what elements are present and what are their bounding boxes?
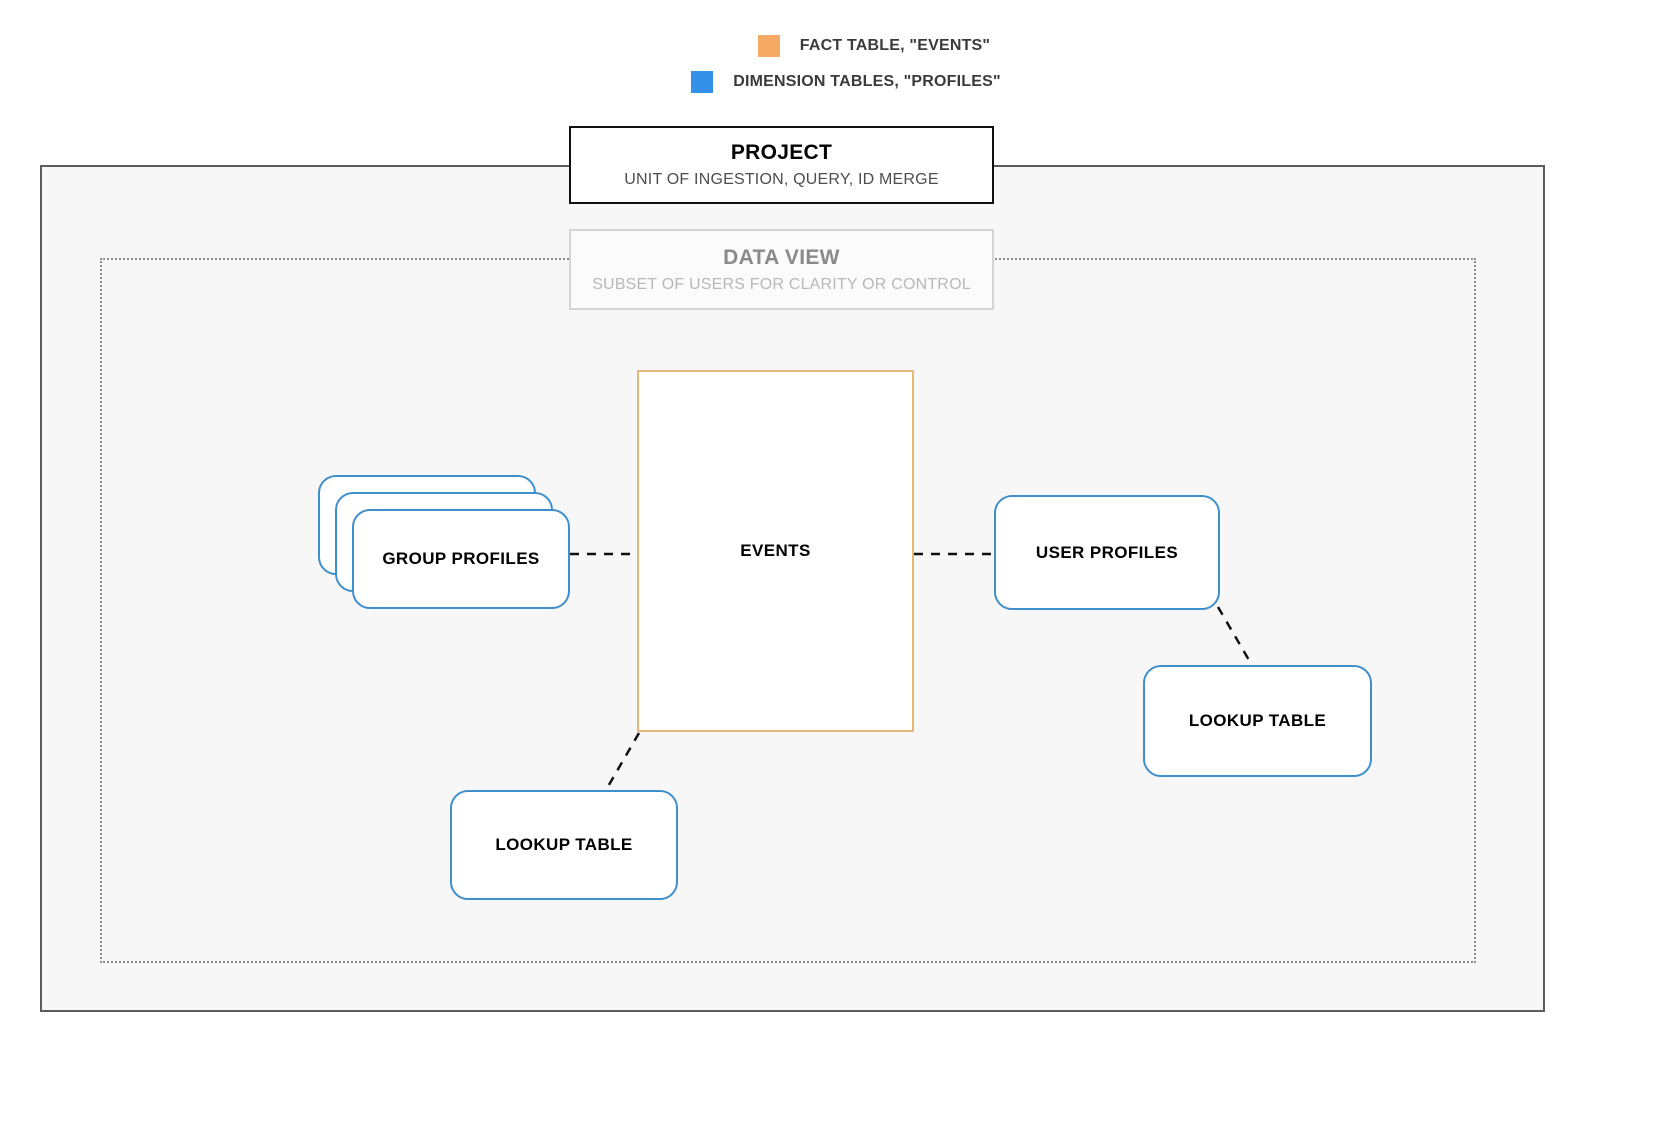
square-swatch-icon-fact [757,35,780,57]
legend-label-dimension-tables: DIMENSION TABLES, "PROFILES" [733,73,1001,90]
node-events[interactable]: EVENTS [637,370,914,732]
node-group-profiles-stack-layer-front[interactable]: GROUP PROFILES [352,509,570,609]
node-lookup-table-right[interactable]: LOOKUP TABLE [1143,665,1372,777]
project-card[interactable]: PROJECT UNIT OF INGESTION, QUERY, ID MER… [569,126,994,204]
project-card-title: PROJECT [730,141,833,164]
legend-item-dimension-tables: DIMENSION TABLES, "PROFILES" [0,64,1664,100]
square-swatch-icon-dimension [691,71,714,93]
node-lookup-table-left-label: LOOKUP TABLE [495,835,633,854]
data-view-card-title: DATA VIEW [723,245,840,269]
project-card-subtitle: UNIT OF INGESTION, QUERY, ID MERGE [624,171,939,188]
legend-item-fact-table: FACT TABLE, "EVENTS" [0,28,1664,64]
node-lookup-table-left[interactable]: LOOKUP TABLE [450,790,678,900]
node-group-profiles-label: GROUP PROFILES [382,549,540,568]
data-view-card[interactable]: DATA VIEW SUBSET OF USERS FOR CLARITY OR… [569,229,994,310]
node-user-profiles[interactable]: USER PROFILES [994,495,1220,610]
node-lookup-table-right-label: LOOKUP TABLE [1188,711,1327,730]
node-events-label: EVENTS [740,541,811,560]
legend: FACT TABLE, "EVENTS" DIMENSION TABLES, "… [0,28,1664,100]
node-user-profiles-label: USER PROFILES [1035,542,1179,562]
node-group-profiles[interactable]: GROUP PROFILES [318,475,570,609]
data-view-card-subtitle: SUBSET OF USERS FOR CLARITY OR CONTROL [592,275,971,293]
legend-label-fact-table: FACT TABLE, "EVENTS" [799,37,991,54]
